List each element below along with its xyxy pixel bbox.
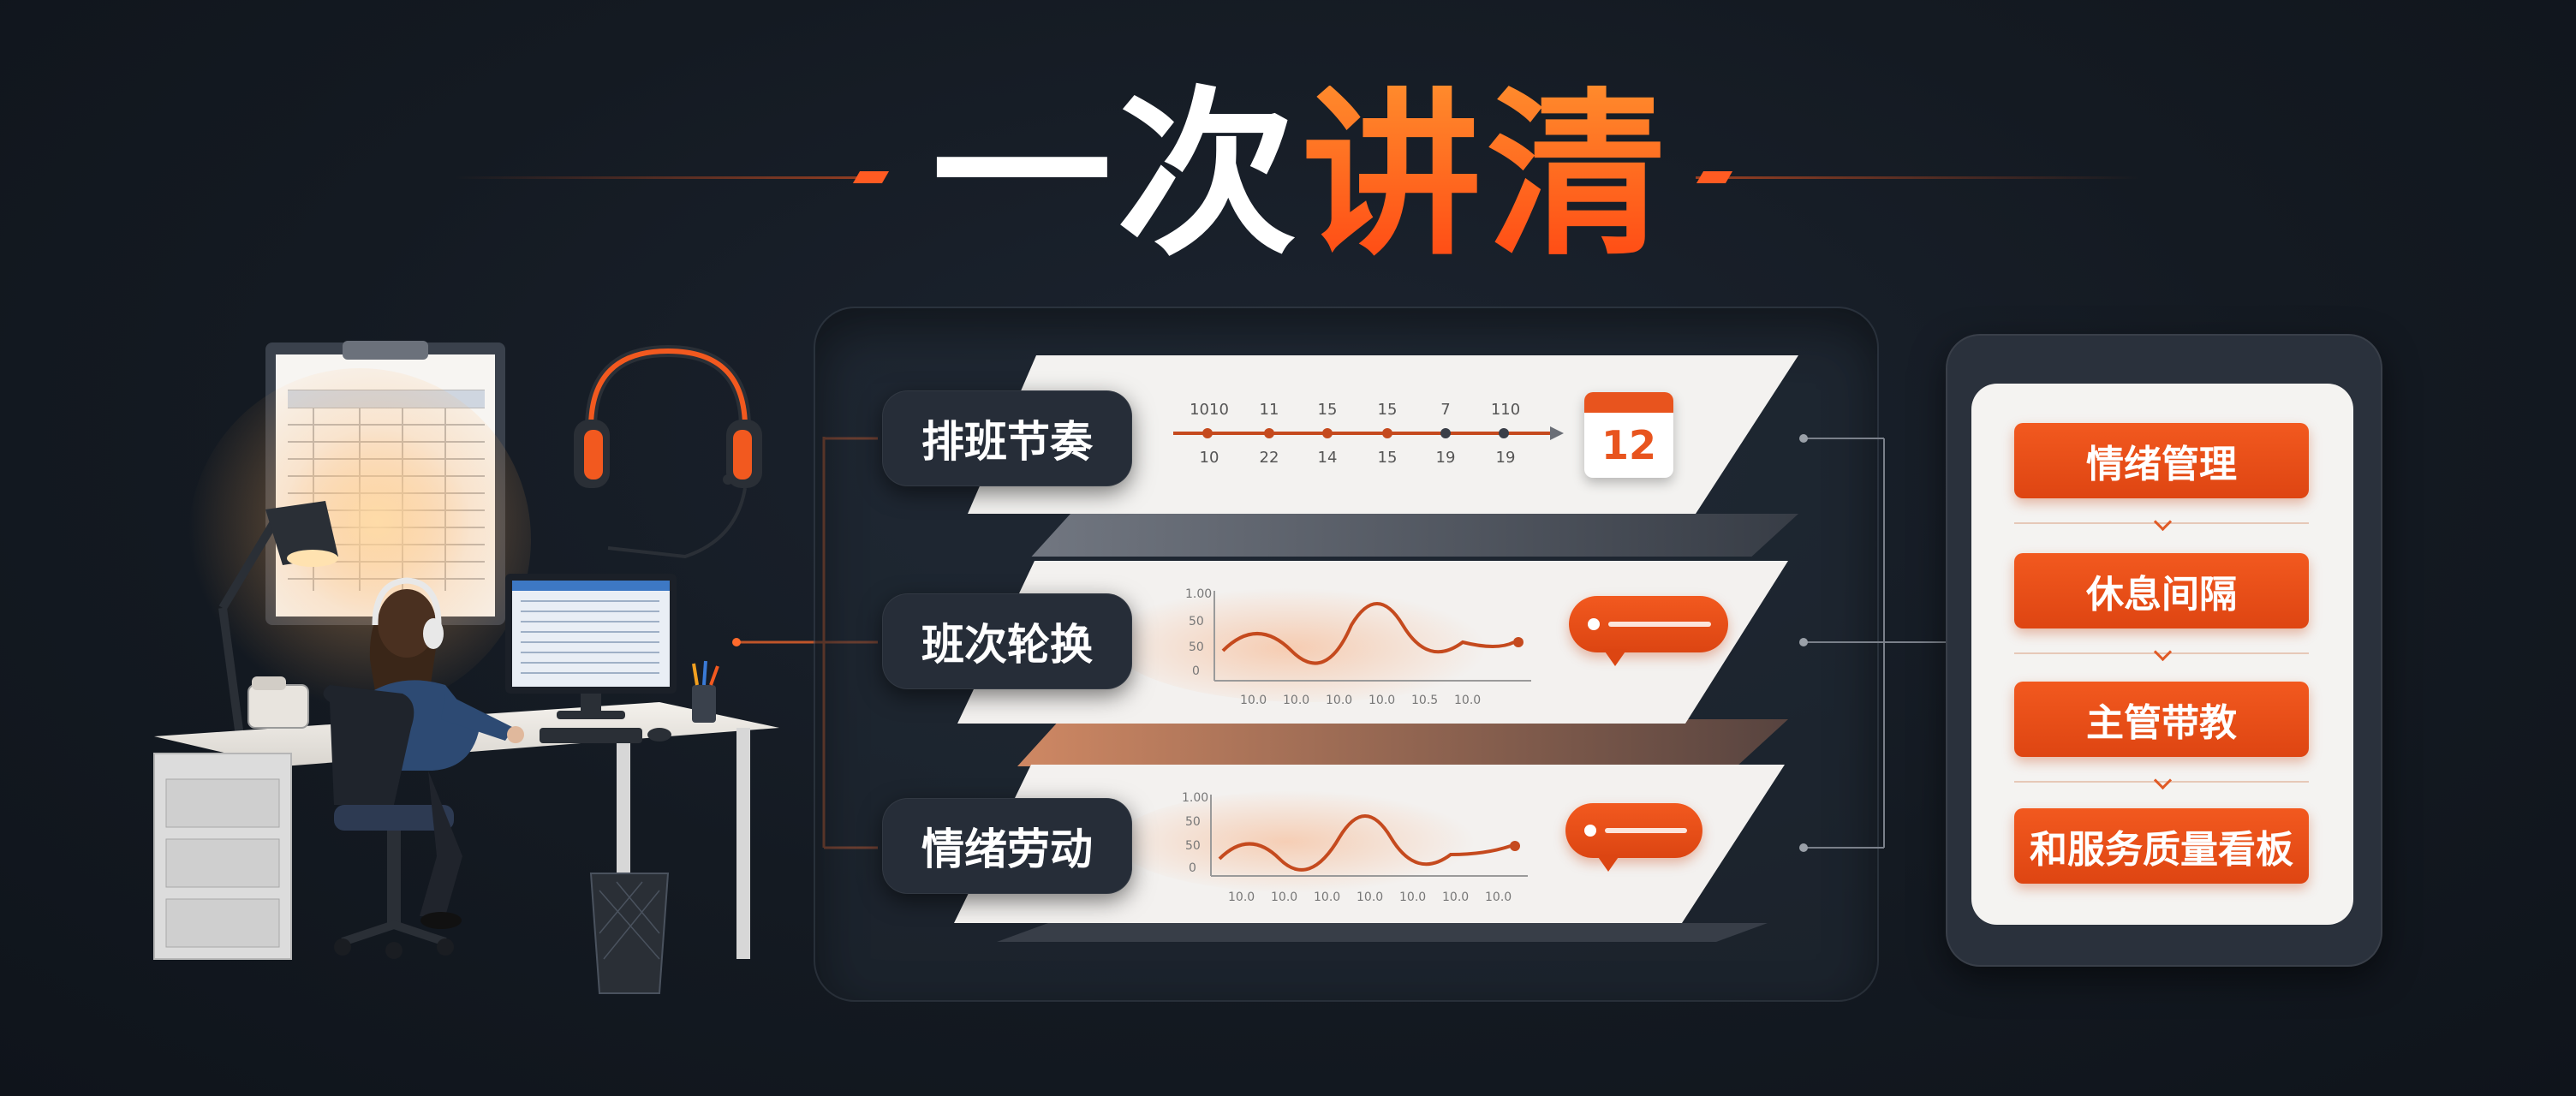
right-connectors bbox=[1799, 434, 1957, 852]
svg-text:50: 50 bbox=[1189, 640, 1204, 654]
step-divider bbox=[2014, 652, 2309, 654]
monitor-icon bbox=[505, 574, 677, 719]
title-part-orange: 讲清 bbox=[1302, 70, 1673, 280]
svg-text:10.0: 10.0 bbox=[1240, 694, 1267, 707]
title-right-dash bbox=[1696, 171, 1733, 183]
svg-text:15: 15 bbox=[1378, 449, 1398, 467]
svg-text:10.0: 10.0 bbox=[1399, 890, 1426, 904]
svg-text:50: 50 bbox=[1185, 815, 1201, 829]
step-supervisor-coaching: 主管带教 bbox=[2014, 682, 2309, 757]
svg-text:10.0: 10.0 bbox=[1442, 890, 1469, 904]
svg-text:11: 11 bbox=[1260, 401, 1279, 419]
svg-text:10.0: 10.0 bbox=[1283, 694, 1309, 707]
label-shift-rotation: 班次轮换 bbox=[882, 593, 1132, 689]
office-chair-icon bbox=[323, 685, 462, 959]
svg-text:10.0: 10.0 bbox=[1485, 890, 1512, 904]
svg-text:22: 22 bbox=[1260, 449, 1279, 467]
svg-text:10.0: 10.0 bbox=[1228, 890, 1255, 904]
trash-bin-icon bbox=[589, 873, 670, 994]
svg-text:10.5: 10.5 bbox=[1411, 694, 1438, 707]
svg-text:15: 15 bbox=[1378, 401, 1398, 419]
svg-text:10.0: 10.0 bbox=[1314, 890, 1340, 904]
svg-text:10.0: 10.0 bbox=[1357, 890, 1383, 904]
svg-text:0: 0 bbox=[1189, 861, 1196, 875]
svg-text:19: 19 bbox=[1496, 449, 1516, 467]
svg-text:10: 10 bbox=[1200, 449, 1219, 467]
card-emotional-labor: 1.00 50 50 0 10.0 10.0 10.0 10.0 10.0 10.0 10.0 bbox=[945, 760, 1785, 949]
headphones-icon bbox=[574, 344, 762, 559]
svg-text:1.00: 1.00 bbox=[1185, 587, 1212, 601]
svg-text:1010: 1010 bbox=[1190, 401, 1229, 419]
page-title: 一次讲清 bbox=[925, 73, 1679, 278]
svg-text:19: 19 bbox=[1436, 449, 1456, 467]
svg-text:10.0: 10.0 bbox=[1368, 694, 1395, 707]
svg-text:50: 50 bbox=[1185, 839, 1201, 853]
calendar-icon: 12 bbox=[1584, 392, 1673, 478]
svg-text:7: 7 bbox=[1440, 401, 1450, 419]
step-divider bbox=[2014, 522, 2309, 524]
step-service-quality-board: 和服务质量看板 bbox=[2014, 808, 2309, 884]
svg-text:1.00: 1.00 bbox=[1182, 791, 1208, 805]
step-rest-interval: 休息间隔 bbox=[2014, 553, 2309, 628]
svg-text:0: 0 bbox=[1192, 664, 1200, 678]
title-left-dash bbox=[852, 171, 890, 183]
title-left-line bbox=[454, 176, 882, 179]
svg-text:15: 15 bbox=[1318, 401, 1338, 419]
phone-icon bbox=[247, 676, 309, 729]
svg-text:50: 50 bbox=[1189, 615, 1204, 628]
svg-text:10.0: 10.0 bbox=[1326, 694, 1352, 707]
title-part-white: 一次 bbox=[931, 70, 1302, 280]
label-schedule-rhythm: 排班节奏 bbox=[882, 390, 1132, 486]
card-shift-rotation: 1.00 50 50 0 10.0 10.0 10.0 10.0 10.5 10.0 bbox=[949, 557, 1788, 771]
svg-text:10.0: 10.0 bbox=[1454, 694, 1481, 707]
speech-bubble-icon bbox=[1565, 803, 1702, 872]
label-emotional-labor: 情绪劳动 bbox=[882, 798, 1132, 894]
svg-text:10.0: 10.0 bbox=[1271, 890, 1297, 904]
calendar-day-number: 12 bbox=[1601, 422, 1656, 468]
card-schedule-rhythm: 1010 11 15 15 7 110 10 22 14 15 19 19 12 bbox=[959, 351, 1798, 557]
step-divider bbox=[2014, 781, 2309, 783]
speech-bubble-icon bbox=[1569, 596, 1728, 666]
title-right-line bbox=[1696, 176, 2141, 179]
svg-text:110: 110 bbox=[1491, 401, 1520, 419]
svg-text:14: 14 bbox=[1318, 449, 1338, 467]
call-center-illustration bbox=[153, 341, 779, 994]
step-emotion-management: 情绪管理 bbox=[2014, 423, 2309, 498]
